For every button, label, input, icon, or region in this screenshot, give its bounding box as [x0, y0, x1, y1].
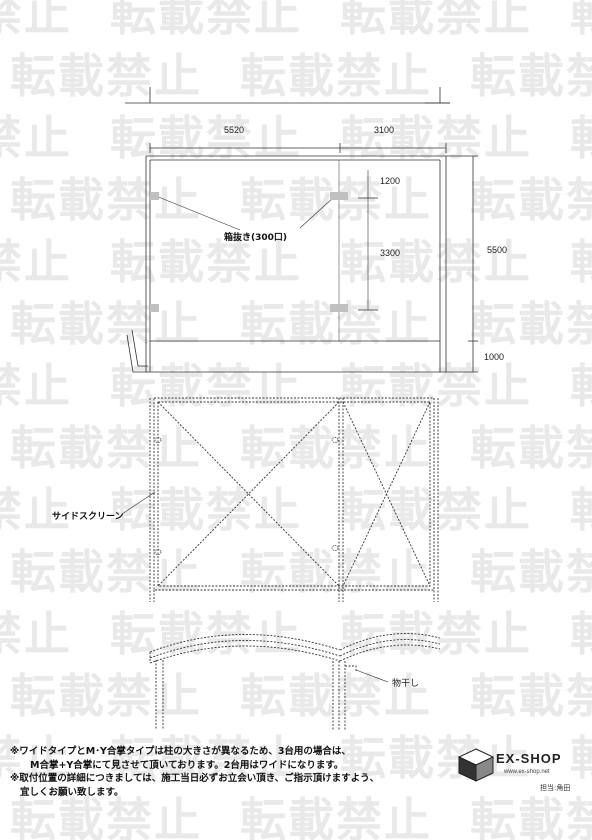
post-hole-front-left — [150, 192, 159, 200]
clothesline-leader — [355, 669, 389, 683]
note-line-3: ※取付位置の詳細につきましては、施工当日必ずお立会い頂き、ご指示頂けますよう、 — [10, 773, 380, 784]
note-line-4: 宜しくお願い致します。 — [20, 786, 124, 798]
plan-view — [126, 143, 478, 373]
post-holes — [150, 192, 348, 312]
elevation-view — [149, 397, 439, 602]
brand-name: EX-SHOP — [496, 751, 562, 766]
side-screen-leader — [121, 491, 156, 515]
dim-width-right: 3100 — [374, 125, 394, 135]
ex-shop-logo: EX-SHOP www.ex-shop.net 担当:角田 — [456, 747, 586, 797]
note-line-2: M合掌+Y合掌にて見させて頂いております。2台用はワイドになります。 — [30, 759, 344, 771]
post-hole-front-center — [330, 192, 348, 200]
side-screen-label: サイドスクリーン — [52, 511, 124, 522]
cube-logo-icon — [457, 748, 495, 782]
dim-vert-mid: 3300 — [380, 248, 400, 258]
post-hole-label: 箱抜き(300口) — [224, 231, 287, 243]
clothesline-label: 物干し — [392, 677, 419, 688]
dim-total-depth: 5500 — [487, 245, 507, 255]
boundary-wall-outline — [125, 87, 450, 104]
post-hole-rear-center — [330, 304, 348, 312]
dim-vert-top: 1200 — [380, 176, 400, 186]
post-hole-rear-left — [150, 304, 159, 312]
brand-url: www.ex-shop.net — [504, 769, 550, 775]
elevation-fasteners — [154, 437, 339, 555]
note-line-1: ※ワイドタイプとM･Y合掌タイプは柱の大きさが異なるため、3台用の場合は、 — [10, 746, 351, 757]
notes-block: ※ワイドタイプとM･Y合掌タイプは柱の大きさが異なるため、3台用の場合は、 M合… — [10, 745, 450, 799]
staff-name: 担当:角田 — [540, 784, 571, 792]
dim-width-left: 5520 — [224, 125, 244, 135]
dim-bottom: 1000 — [484, 352, 504, 362]
